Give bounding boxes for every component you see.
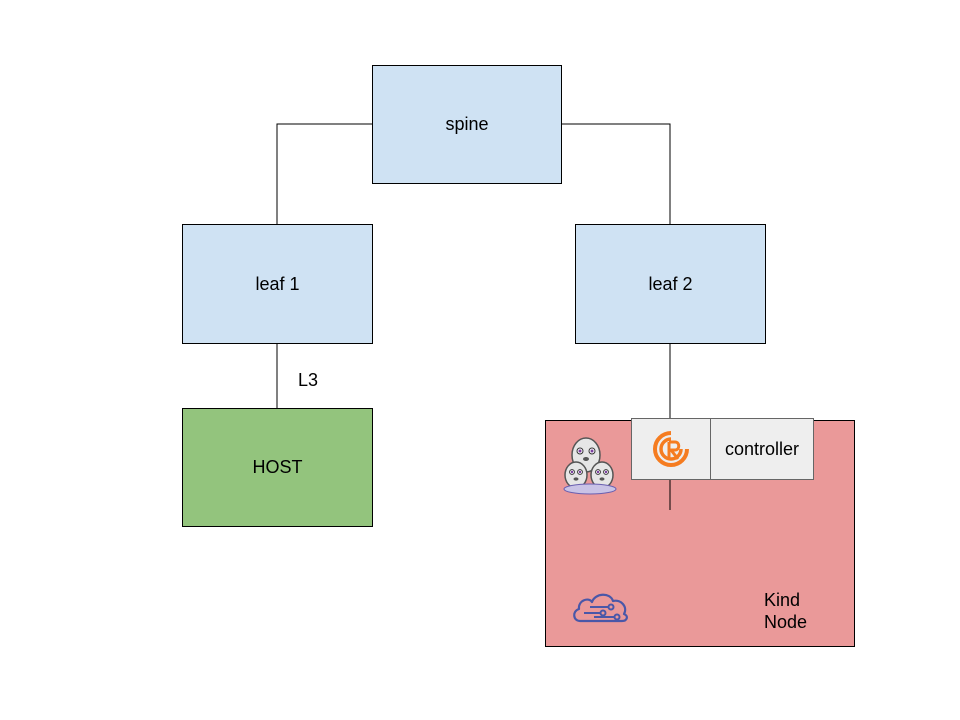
frr-logo-icon [653,431,689,467]
leaf1-label: leaf 1 [255,273,300,294]
host-label: HOST [252,457,303,477]
seal-mascot-icon [563,437,617,495]
host-node: HOST [182,408,373,527]
controller-label: controller [724,438,800,459]
kind-node-label: Kind Node [764,589,807,633]
link-label-l3: L3 [298,370,319,390]
leaf1-node: leaf 1 [182,224,373,344]
leaf2-node: leaf 2 [575,224,766,344]
cloud-network-icon [573,593,628,623]
leaf2-label: leaf 2 [648,273,693,294]
spine-label: spine [445,114,489,134]
controller-node: controller [710,418,814,480]
controller-logo-box [631,418,711,480]
link-spine-leaf2 [561,123,671,224]
link-spine-leaf1 [276,123,373,224]
spine-node: spine [372,65,562,184]
kind-label-line1: Kind [764,590,801,610]
kind-label-line2: Node [764,612,808,632]
